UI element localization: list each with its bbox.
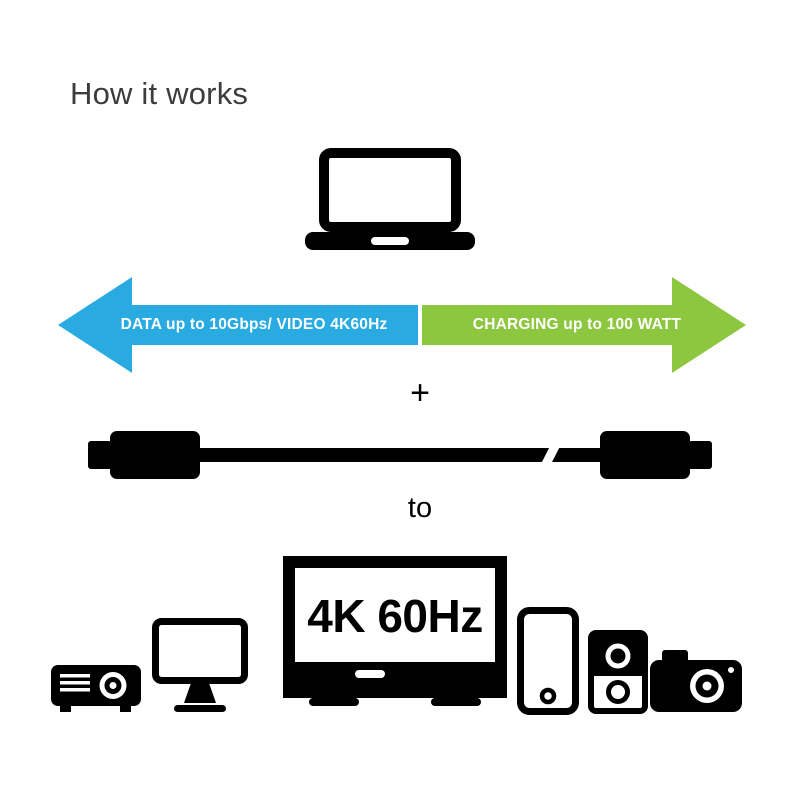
data-video-arrow-label: DATA up to 10Gbps/ VIDEO 4K60Hz: [120, 316, 388, 333]
charging-arrow: [422, 277, 746, 373]
external-drive-icon: [588, 630, 648, 714]
camera-icon: [650, 650, 742, 712]
arrow-band: DATA up to 10Gbps/ VIDEO 4K60Hz CHARGING…: [0, 277, 800, 373]
projector-icon: [51, 665, 141, 712]
smartphone-icon: [517, 607, 579, 715]
tv-icon: [283, 556, 507, 706]
laptop-icon: [305, 148, 475, 250]
monitor-icon: [152, 618, 248, 712]
plus-symbol: +: [410, 374, 430, 412]
usb-c-cable-icon: [88, 431, 712, 479]
arrows-graphic: [58, 277, 746, 373]
tv-resolution-label: 4K 60Hz: [307, 590, 483, 642]
to-label: to: [407, 492, 433, 524]
page-title: How it works: [70, 76, 249, 111]
charging-arrow-label: CHARGING up to 100 WATT: [472, 316, 682, 333]
data-video-arrow: [58, 277, 418, 373]
